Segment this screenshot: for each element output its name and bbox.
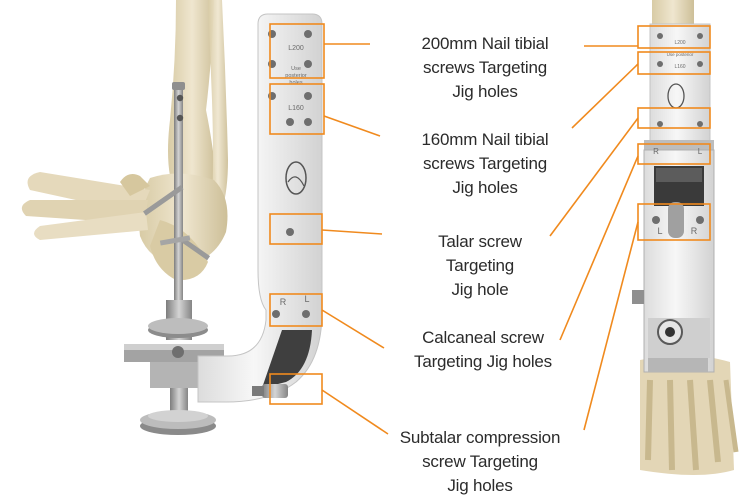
jig-text-use: Use: [291, 66, 301, 72]
label-subtalar-line2: screw Targeting: [378, 450, 582, 474]
jig-text-l200: L200: [288, 45, 304, 52]
label-200mm-nail: 200mm Nail tibial screws Targeting Jig h…: [390, 32, 580, 104]
label-200mm-line2: screws Targeting: [390, 56, 580, 80]
label-160mm-nail: 160mm Nail tibial screws Targeting Jig h…: [390, 128, 580, 200]
right-targeting-jig: L200 Use posterior L160 R L L R: [632, 24, 714, 372]
label-subtalar-line3: Jig holes: [378, 474, 582, 498]
label-200mm-line3: Jig holes: [390, 80, 580, 104]
label-200mm-line1: 200mm Nail tibial: [390, 32, 580, 56]
label-subtalar-compression: Subtalar compression screw Targeting Jig…: [378, 426, 582, 498]
label-160mm-line3: Jig holes: [390, 176, 580, 200]
label-talar-screw: Talar screw Targeting Jig hole: [400, 230, 560, 302]
jig-text-r: R: [280, 297, 287, 307]
label-talar-line3: Jig hole: [400, 278, 560, 302]
leader-160-right: [572, 64, 638, 128]
label-talar-line1: Talar screw: [400, 230, 560, 254]
right-jig-text-l-top: L: [698, 147, 703, 156]
right-jig-text-r-bottom: R: [691, 226, 698, 236]
left-leg-bones: [22, 0, 228, 280]
right-jig-text-l200: L200: [674, 40, 685, 46]
leader-160-left: [324, 116, 380, 136]
leader-talar-left: [322, 230, 382, 234]
label-calcaneal-line1: Calcaneal screw: [388, 326, 578, 350]
right-jig-text-l-bottom: L: [657, 226, 662, 236]
label-subtalar-line1: Subtalar compression: [378, 426, 582, 450]
jig-text-l160: L160: [288, 105, 304, 112]
leader-calcaneal-left: [322, 310, 384, 348]
right-jig-text-l160: L160: [674, 64, 685, 70]
label-160mm-line1: 160mm Nail tibial: [390, 128, 580, 152]
label-talar-line2: Targeting: [400, 254, 560, 278]
jig-text-holes: holes: [289, 80, 302, 86]
right-jig-text-r-top: R: [653, 147, 659, 156]
jig-text-l: L: [304, 294, 309, 304]
label-160mm-line2: screws Targeting: [390, 152, 580, 176]
leader-subtalar-right: [584, 222, 638, 430]
label-calcaneal-line2: Targeting Jig holes: [388, 350, 578, 374]
label-calcaneal-screw: Calcaneal screw Targeting Jig holes: [388, 326, 578, 374]
